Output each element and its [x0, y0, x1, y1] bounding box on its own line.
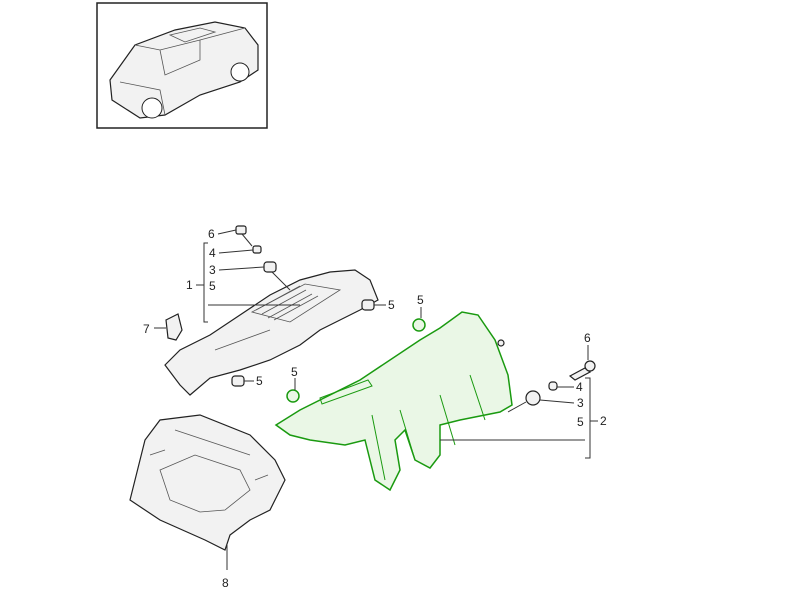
clip-7[interactable]	[165, 313, 183, 341]
callout-5-right: 5	[388, 298, 395, 312]
engine-cover-front[interactable]	[129, 414, 286, 551]
callout-7: 7	[143, 322, 150, 336]
grommet-5-bottom[interactable]	[231, 375, 245, 387]
callout-5-bottom: 5	[256, 374, 263, 388]
callout-2: 2	[600, 414, 607, 428]
intake-manifold-cover-highlighted[interactable]	[274, 311, 513, 492]
callout-1: 1	[186, 278, 193, 292]
grommet-3-group2[interactable]	[507, 390, 541, 413]
grommet-3-group1[interactable]	[263, 261, 291, 291]
callout-5-left: 5	[291, 365, 298, 379]
callout-6-group1: 6	[208, 227, 215, 241]
callout-6-group2: 6	[584, 331, 591, 345]
callout-8: 8	[222, 576, 229, 590]
callout-5-group1: 5	[209, 279, 216, 293]
grommet-5-right[interactable]	[361, 299, 375, 311]
vehicle-thumbnail[interactable]	[96, 2, 268, 129]
bolt-6-group1[interactable]	[235, 225, 253, 247]
spacer-4-group2[interactable]	[548, 381, 558, 391]
callout-3-group2: 3	[577, 396, 584, 410]
engine-cover-rear[interactable]	[164, 269, 379, 396]
callout-5-top: 5	[417, 293, 424, 307]
callout-4-group2: 4	[576, 380, 583, 394]
spacer-4-group1[interactable]	[252, 245, 262, 254]
bolt-6-group2[interactable]	[568, 360, 596, 381]
callout-3-group1: 3	[209, 263, 216, 277]
callout-4-group1: 4	[209, 246, 216, 260]
callout-5-group2: 5	[577, 415, 584, 429]
